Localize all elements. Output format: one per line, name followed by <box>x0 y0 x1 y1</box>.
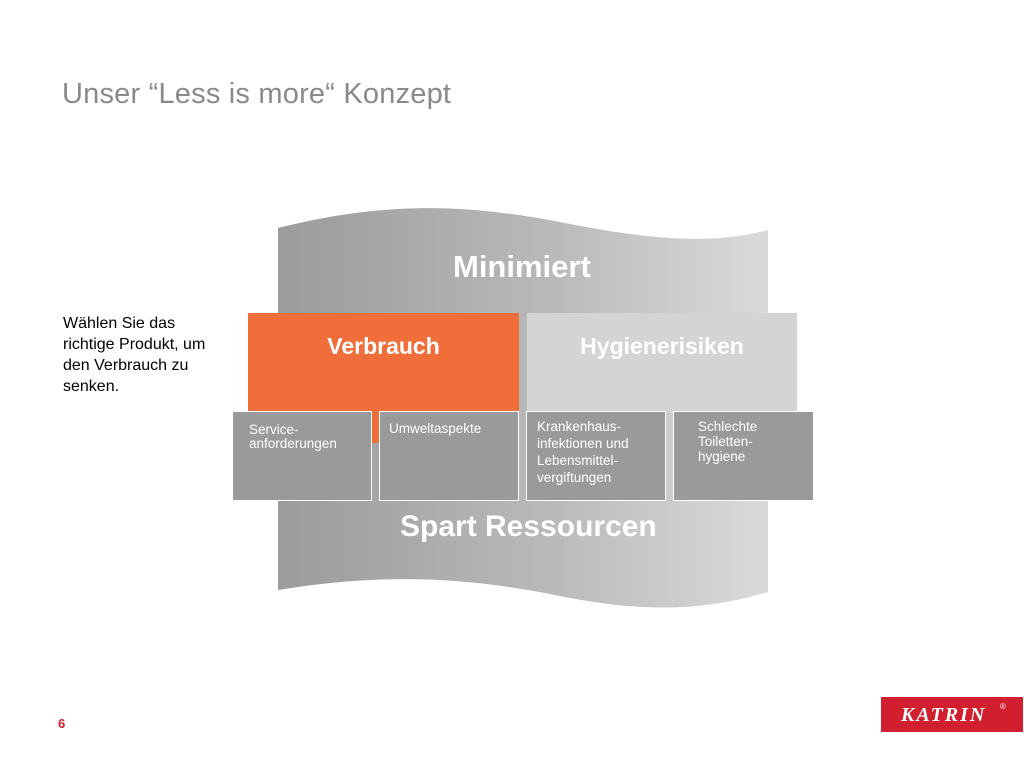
slide-title: Unser “Less is more“ Konzept <box>62 78 452 110</box>
page-number: 6 <box>58 716 66 731</box>
item-label: Umweltaspekte <box>389 421 482 436</box>
katrin-logo: KATRIN ® <box>881 697 1023 732</box>
category-verbrauch-label: Verbrauch <box>327 333 440 359</box>
item-krankenhausinfektionen: Krankenhaus- infektionen und Lebensmitte… <box>526 411 666 501</box>
minimiert-label: Minimiert <box>453 249 591 284</box>
item-label: Service- anforderungen <box>249 422 337 451</box>
item-label: Krankenhaus- infektionen und Lebensmitte… <box>537 419 629 485</box>
category-hygienerisiken: Hygienerisiken <box>527 313 797 413</box>
logo-text: KATRIN <box>901 704 987 726</box>
item-toilettenhygiene: Schlechte Toiletten- hygiene <box>673 411 814 501</box>
category-hygienerisiken-label: Hygienerisiken <box>580 333 744 359</box>
spart-ressourcen-label: Spart Ressourcen <box>400 510 657 543</box>
item-label: Schlechte Toiletten- hygiene <box>698 419 758 464</box>
item-serviceanforderungen: Service- anforderungen <box>232 411 372 501</box>
logo-registered-mark: ® <box>1000 702 1006 711</box>
banner-shape <box>278 208 768 608</box>
side-text: Wählen Sie das richtige Produkt, um den … <box>63 315 206 395</box>
item-umweltaspekte: Umweltaspekte <box>379 411 519 501</box>
